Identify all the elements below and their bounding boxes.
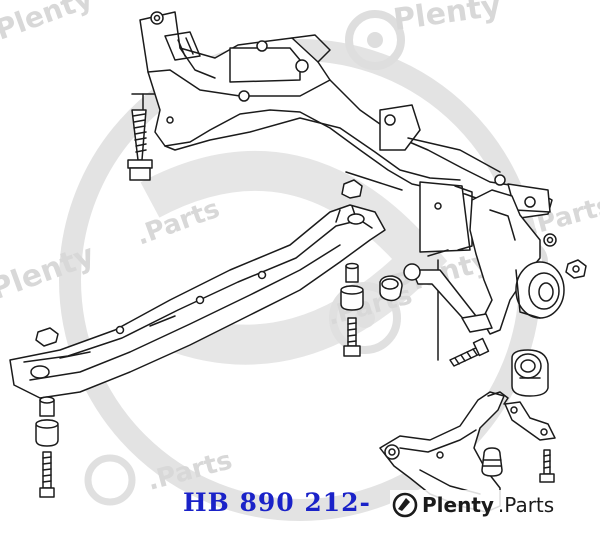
rubber-bushing xyxy=(35,419,59,447)
lower-crossmember xyxy=(9,204,386,399)
rubber-bumper xyxy=(481,447,503,477)
rear-bushing-mount xyxy=(511,349,549,397)
brand-badge: Plenty.Parts xyxy=(390,490,559,520)
watermark-text: Plenty xyxy=(0,238,100,308)
plenty-parts-logo-icon xyxy=(392,492,418,518)
pinch-bolt xyxy=(449,337,490,367)
arm-bolt xyxy=(539,449,555,483)
watermark-text: Plenty xyxy=(0,0,97,47)
ball-joint-link xyxy=(403,263,493,333)
bushing-sleeve xyxy=(345,262,359,283)
watermark-gear-icon xyxy=(345,10,405,70)
watermark-gear-icon xyxy=(84,454,136,506)
subframe-mount-bolt xyxy=(127,93,155,181)
bushing-sleeve xyxy=(39,396,55,417)
watermark-swoosh xyxy=(140,150,448,365)
hub-nut xyxy=(565,259,587,279)
bushing-bracket xyxy=(504,401,556,441)
rubber-bushing xyxy=(340,285,364,311)
crossmember-bolt xyxy=(39,451,55,498)
center-bolt xyxy=(343,317,361,357)
brand-name: Plenty xyxy=(422,493,494,517)
lower-control-arm xyxy=(379,391,509,513)
bracket-nut xyxy=(341,179,363,199)
watermark-text: Plenty xyxy=(391,0,503,38)
front-subframe xyxy=(139,11,553,253)
mount-nut xyxy=(35,327,59,347)
watermark-gear-icon xyxy=(329,282,401,354)
control-arm-bushing xyxy=(379,275,403,302)
brand-suffix: .Parts xyxy=(497,493,555,517)
part-number-label: HB 890 212- xyxy=(183,488,371,517)
steering-knuckle xyxy=(469,189,565,335)
